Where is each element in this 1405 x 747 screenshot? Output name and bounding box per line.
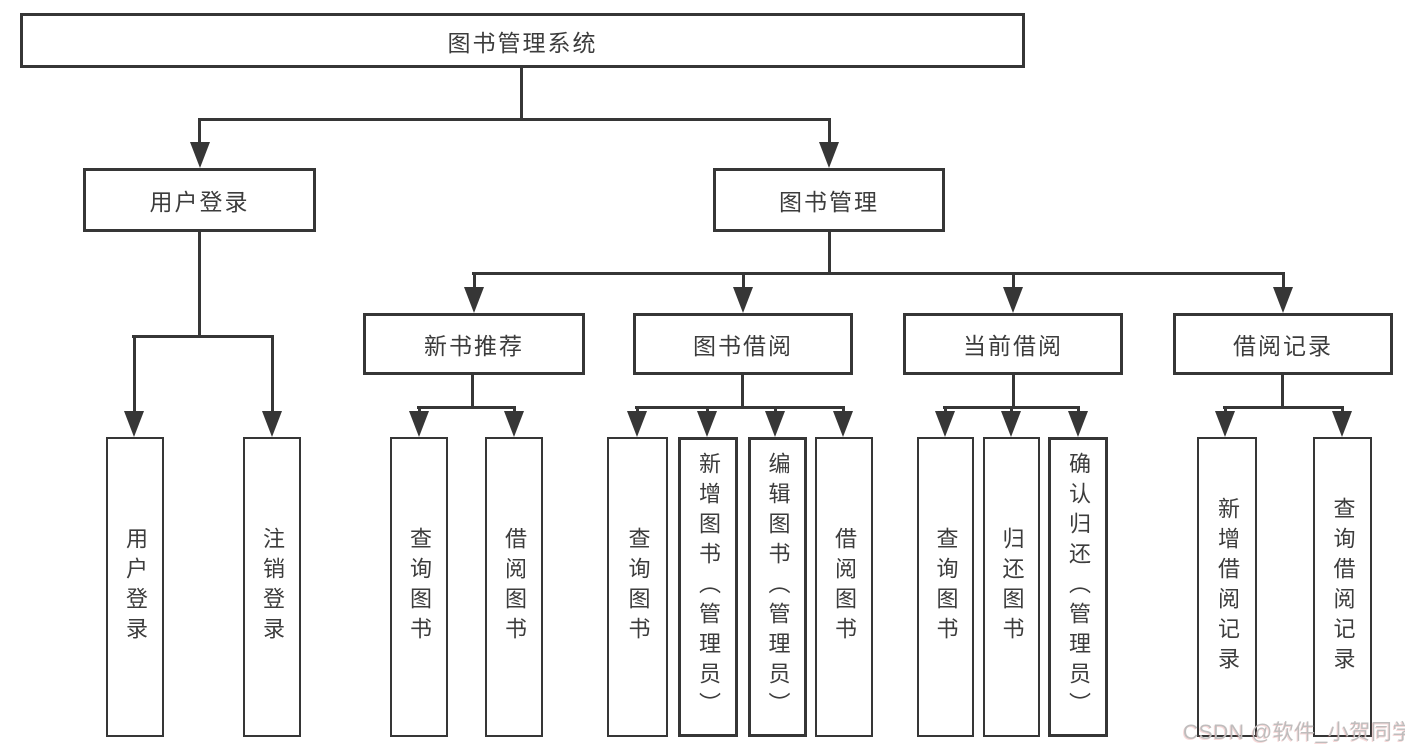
connector-vline	[774, 406, 777, 414]
leaf-return-books-label: 归还图书	[999, 527, 1025, 647]
node-new-book-recommend: 新书推荐	[363, 313, 585, 375]
arrowhead-down-icon	[124, 411, 144, 437]
leaf-add-books-admin: 新增图书（管理员）	[678, 437, 738, 737]
leaf-recommend-query-books: 查询图书	[390, 437, 448, 737]
leaf-current-query-books: 查询图书	[917, 437, 974, 737]
connector-vline	[828, 118, 831, 144]
connector-vline	[418, 406, 421, 414]
connector-vline	[1012, 374, 1015, 407]
node-current-borrowing: 当前借阅	[903, 313, 1123, 375]
arrowhead-down-icon	[733, 287, 753, 313]
arrowhead-down-icon	[409, 411, 429, 437]
arrowhead-down-icon	[935, 411, 955, 437]
connector-vline	[636, 406, 639, 414]
arrowhead-down-icon	[1001, 411, 1021, 437]
connector-hline	[635, 406, 845, 409]
arrowhead-down-icon	[1003, 287, 1023, 313]
node-new-book-recommend-label: 新书推荐	[424, 333, 524, 359]
arrowhead-down-icon	[262, 411, 282, 437]
leaf-add-borrow-record: 新增借阅记录	[1197, 437, 1257, 737]
connector-vline	[1224, 406, 1227, 414]
arrowhead-down-icon	[464, 287, 484, 313]
leaf-recommend-query-books-label: 查询图书	[407, 527, 432, 647]
leaf-query-borrow-record-label: 查询借阅记录	[1330, 497, 1356, 677]
arrowhead-down-icon	[504, 411, 524, 437]
leaf-add-borrow-record-label: 新增借阅记录	[1215, 497, 1240, 677]
connector-hline	[417, 406, 516, 409]
node-user-login: 用户登录	[83, 168, 316, 232]
leaf-add-books-admin-label: 新增图书（管理员）	[696, 452, 721, 722]
leaf-logout-label: 注销登录	[260, 527, 285, 647]
arrowhead-down-icon	[1332, 411, 1352, 437]
node-user-login-label: 用户登录	[149, 189, 250, 215]
connector-vline	[1012, 272, 1015, 289]
connector-hline	[472, 272, 1285, 275]
leaf-confirm-return-admin-label: 确认归还（管理员）	[1066, 452, 1091, 722]
connector-vline	[706, 406, 709, 414]
connector-vline	[828, 232, 831, 274]
leaf-edit-books-admin: 编辑图书（管理员）	[748, 437, 807, 737]
connector-vline	[1077, 406, 1080, 414]
node-book-borrowing: 图书借阅	[633, 313, 853, 375]
connector-vline	[1282, 272, 1285, 289]
connector-vline	[1281, 374, 1284, 407]
arrowhead-down-icon	[1215, 411, 1235, 437]
connector-vline	[198, 232, 201, 335]
leaf-borrowing-query-books: 查询图书	[607, 437, 668, 737]
connector-vline	[842, 406, 845, 414]
connector-vline	[473, 272, 476, 289]
connector-vline	[513, 406, 516, 414]
connector-vline	[742, 272, 745, 289]
leaf-edit-books-admin-label: 编辑图书（管理员）	[765, 452, 791, 722]
leaf-borrowing-borrow-books-label: 借阅图书	[832, 527, 857, 647]
node-current-borrowing-label: 当前借阅	[963, 333, 1063, 359]
node-borrowing-records-label: 借阅记录	[1233, 333, 1333, 359]
connector-vline	[520, 68, 523, 118]
connector-vline	[198, 118, 201, 144]
connector-vline	[471, 374, 474, 407]
connector-vline	[741, 374, 744, 407]
leaf-user-login: 用户登录	[106, 437, 164, 737]
arrowhead-down-icon	[627, 411, 647, 437]
node-book-management: 图书管理	[713, 168, 945, 232]
leaf-return-books: 归还图书	[983, 437, 1040, 737]
leaf-recommend-borrow-books: 借阅图书	[485, 437, 543, 737]
csdn-watermark: CSDN @软件_小贺同学	[1183, 721, 1405, 744]
connector-hline	[198, 118, 831, 121]
leaf-borrowing-query-books-label: 查询图书	[625, 527, 651, 647]
arrowhead-down-icon	[833, 411, 853, 437]
connector-vline	[133, 335, 136, 413]
connector-vline	[271, 335, 274, 413]
node-book-borrowing-label: 图书借阅	[693, 333, 793, 359]
node-root-label: 图书管理系统	[447, 29, 598, 56]
arrowhead-down-icon	[819, 142, 839, 168]
leaf-current-query-books-label: 查询图书	[933, 527, 959, 647]
leaf-query-borrow-record: 查询借阅记录	[1313, 437, 1372, 737]
leaf-recommend-borrow-books-label: 借阅图书	[502, 527, 527, 647]
arrowhead-down-icon	[190, 142, 210, 168]
arrowhead-down-icon	[697, 411, 717, 437]
node-root-system: 图书管理系统	[20, 13, 1025, 68]
arrowhead-down-icon	[1068, 411, 1088, 437]
leaf-confirm-return-admin: 确认归还（管理员）	[1048, 437, 1108, 737]
leaf-user-login-label: 用户登录	[123, 527, 148, 647]
leaf-logout: 注销登录	[243, 437, 301, 737]
connector-hline	[1223, 406, 1344, 409]
connector-vline	[1010, 406, 1013, 414]
node-book-management-label: 图书管理	[779, 189, 879, 215]
leaf-borrowing-borrow-books: 借阅图书	[815, 437, 873, 737]
connector-hline	[132, 335, 274, 338]
arrowhead-down-icon	[1273, 287, 1293, 313]
node-borrowing-records: 借阅记录	[1173, 313, 1393, 375]
arrowhead-down-icon	[765, 411, 785, 437]
connector-vline	[944, 406, 947, 414]
connector-vline	[1341, 406, 1344, 414]
